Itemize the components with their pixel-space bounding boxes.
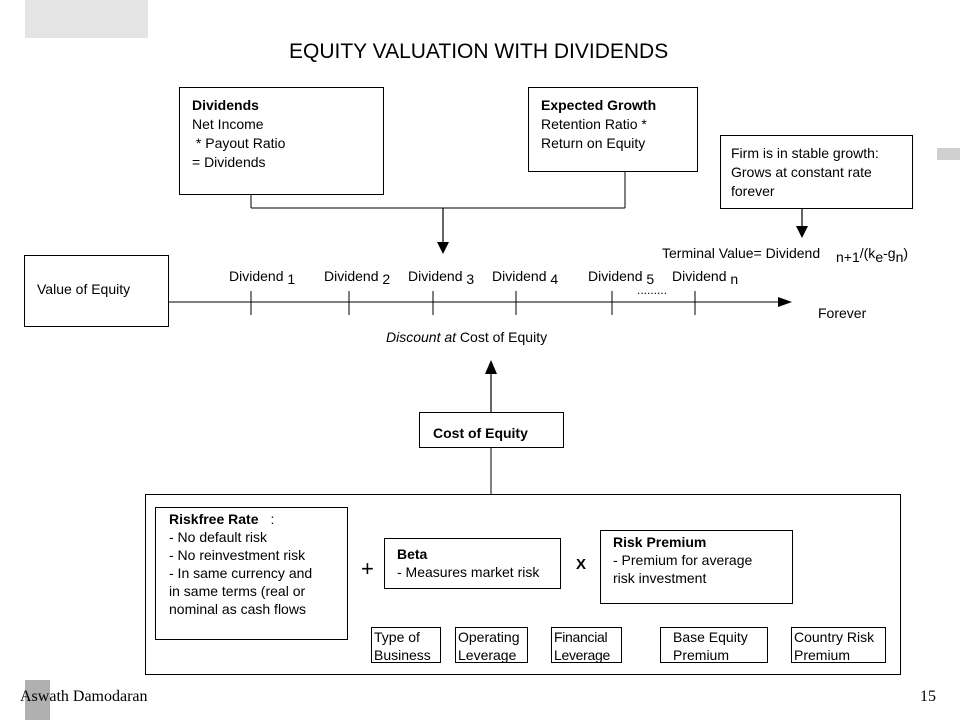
value-of-equity-label: Value of Equity	[37, 281, 131, 297]
dividends-line-1: Net Income	[192, 116, 264, 132]
dividend-label-2: Dividend 2	[324, 268, 391, 287]
expected-growth-box: Expected Growth Retention Ratio * Return…	[528, 87, 698, 172]
footer-decoration	[25, 680, 50, 720]
riskfree-line-4: in same terms (real or	[169, 583, 306, 599]
driver-line-2: Leverage	[554, 647, 610, 663]
discount-label: Discount at Cost of Equity	[386, 329, 547, 345]
dividend-word: Dividend	[324, 268, 379, 284]
stable-growth-line-3: forever	[731, 183, 775, 199]
forever-label: Forever	[818, 305, 867, 321]
dividends-line-3: = Dividends	[192, 154, 266, 170]
terminal-value-sub-n: n	[895, 249, 904, 265]
dividend-label-3: Dividend 3	[408, 268, 475, 287]
country-risk-premium-box: Country Risk Premium	[791, 627, 886, 663]
dividend-subscript: 5	[646, 271, 655, 287]
operating-leverage-box: Operating Leverage	[455, 627, 528, 663]
terminal-value-slash: /(k	[859, 245, 876, 261]
driver-line-2: Premium	[673, 647, 730, 663]
dividend-subscript: 1	[287, 271, 296, 287]
cost-of-equity-label: Cost of Equity	[433, 425, 528, 441]
dividends-box: Dividends Net Income * Payout Ratio = Di…	[179, 87, 384, 195]
page-title: EQUITY VALUATION WITH DIVIDENDS	[289, 40, 669, 63]
expected-growth-heading: Expected Growth	[541, 97, 657, 113]
driver-line-2: Leverage	[458, 647, 517, 663]
terminal-value-sub-n1: n+1	[836, 249, 860, 265]
stable-growth-line-1: Firm is in stable growth:	[731, 145, 879, 161]
type-of-business-box: Type of Business	[371, 627, 441, 663]
riskfree-line-5: nominal as cash flows	[169, 601, 306, 617]
driver-line-1: Country Risk	[794, 629, 875, 645]
beta-heading: Beta	[397, 546, 428, 562]
dividends-line-2: * Payout Ratio	[192, 135, 286, 151]
riskfree-heading: Riskfree Rate	[169, 511, 259, 527]
stable-growth-box: Firm is in stable growth: Grows at const…	[720, 135, 913, 209]
footer-author: Aswath Damodaran	[20, 688, 148, 705]
beta-line-1: - Measures market risk	[397, 564, 540, 580]
discount-italic: Discount at	[386, 329, 457, 345]
dividend-word: Dividend	[672, 268, 727, 284]
terminal-value-close: )	[903, 245, 909, 261]
riskfree-line-2: - No reinvestment risk	[169, 547, 306, 563]
terminal-value-formula: Terminal Value= Dividend n+1/(ke-gn)	[662, 245, 909, 265]
timeline-ellipsis: .........	[637, 283, 668, 297]
riskfree-line-1: - No default risk	[169, 529, 268, 545]
dividend-label-1: Dividend 1	[229, 268, 296, 287]
risk-premium-box: Risk Premium - Premium for average risk …	[600, 530, 793, 604]
driver-line-1: Type of	[374, 629, 420, 645]
discount-rest: Cost of Equity	[456, 329, 548, 345]
plus-sign: +	[361, 556, 374, 581]
risk-premium-line-1: - Premium for average	[613, 552, 753, 568]
terminal-value-sub-e: e	[875, 249, 884, 265]
footer-page-number: 15	[920, 688, 936, 705]
dividend-subscript: n	[730, 271, 739, 287]
driver-line-1: Financial	[554, 629, 608, 645]
dividend-subscript: 2	[382, 271, 391, 287]
dividend-word: Dividend	[408, 268, 463, 284]
dividend-subscript: 4	[550, 271, 559, 287]
top-left-decoration	[25, 0, 148, 38]
riskfree-rate-box: Riskfree Rate: - No default risk - No re…	[155, 507, 348, 640]
base-equity-premium-box: Base Equity Premium	[660, 627, 768, 663]
stable-growth-line-2: Grows at constant rate	[731, 164, 872, 180]
expected-growth-line-2: Return on Equity	[541, 135, 646, 151]
dividend-word: Dividend	[492, 268, 547, 284]
dividend-label-5: Dividend 5	[588, 268, 655, 287]
beta-box: Beta - Measures market risk	[384, 538, 561, 589]
riskfree-colon: :	[270, 511, 275, 527]
dividend-label-n: Dividend n	[672, 268, 739, 287]
terminal-value-dash: -g	[883, 245, 896, 261]
cost-of-equity-box: Cost of Equity	[419, 412, 564, 448]
dividend-word: Dividend	[229, 268, 284, 284]
right-edge-decoration	[937, 148, 960, 160]
terminal-value-prefix: Terminal Value= Dividend	[662, 245, 821, 261]
times-sign: X	[576, 556, 587, 573]
driver-line-1: Base Equity	[673, 629, 748, 645]
driver-line-2: Business	[374, 647, 431, 663]
dividend-subscript: 3	[466, 271, 475, 287]
dividends-heading: Dividends	[192, 97, 259, 113]
dividend-word: Dividend	[588, 268, 643, 284]
financial-leverage-box: Financial Leverage	[551, 627, 622, 663]
riskfree-line-3: - In same currency and	[169, 565, 313, 581]
risk-premium-line-2: risk investment	[613, 570, 707, 586]
dividend-label-4: Dividend 4	[492, 268, 559, 287]
driver-line-2: Premium	[794, 647, 851, 663]
value-of-equity-box: Value of Equity	[24, 255, 169, 327]
risk-premium-heading: Risk Premium	[613, 534, 707, 550]
expected-growth-line-1: Retention Ratio *	[541, 116, 647, 132]
driver-line-1: Operating	[458, 629, 520, 645]
